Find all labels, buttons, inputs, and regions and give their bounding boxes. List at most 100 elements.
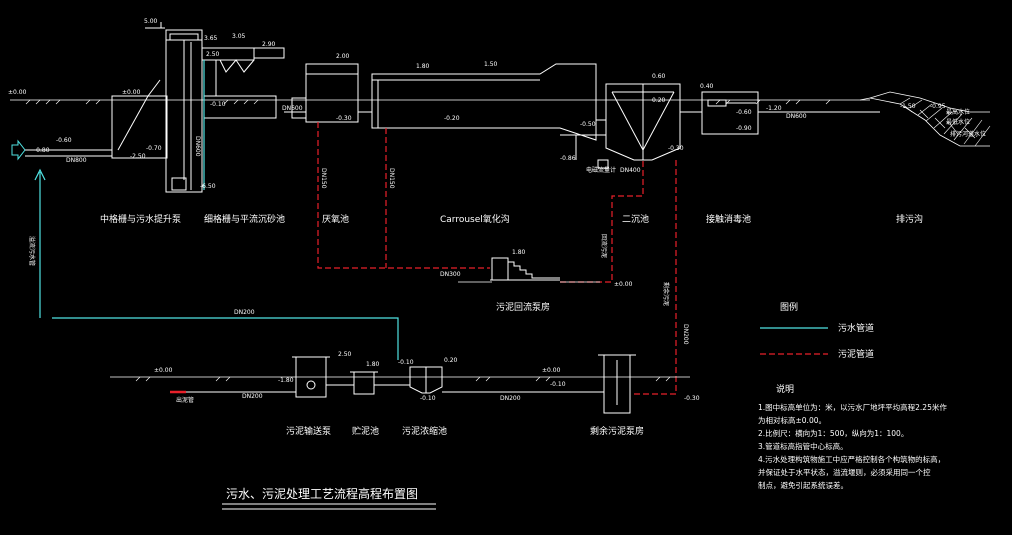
unit-label-carrousel: Carrousel氧化沟: [440, 213, 510, 225]
unit-label-return-pump: 污泥回流泵房: [496, 301, 550, 313]
vertical-label-excess: 剩余污泥: [662, 282, 670, 306]
anaerobic-tank: [291, 63, 359, 123]
carrousel-oxidation-ditch: [371, 63, 597, 141]
unit-label-outfall: 排污沟: [896, 213, 923, 225]
svg-text:2.90: 2.90: [262, 41, 276, 48]
svg-text:1.50: 1.50: [484, 61, 498, 68]
svg-text:-0.10: -0.10: [550, 381, 566, 388]
river-bank: [859, 91, 991, 147]
svg-text:-0.30: -0.30: [684, 395, 700, 402]
legend-sludge: 污泥管道: [838, 348, 874, 360]
svg-text:-0.30: -0.30: [336, 115, 352, 122]
svg-text:3.管道标高指管中心标高。: 3.管道标高指管中心标高。: [758, 441, 848, 451]
unit-label-sludge-tank: 贮泥池: [352, 425, 379, 437]
svg-text:2.比例尺：横向为1：500，纵向为1：100。: 2.比例尺：横向为1：500，纵向为1：100。: [758, 428, 908, 438]
svg-text:-1.80: -1.80: [278, 377, 294, 384]
svg-text:±0.00: ±0.00: [154, 367, 173, 374]
unit-label-secondary: 二沉池: [622, 213, 649, 225]
pipe-label: DN200: [234, 309, 255, 316]
river-label: 排污河道水位: [950, 130, 986, 138]
legend-heading: 图例: [780, 301, 798, 313]
svg-text:-0.90: -0.90: [736, 125, 752, 132]
svg-text:-0.30: -0.30: [668, 145, 684, 152]
svg-text:-0.70: -0.70: [146, 145, 162, 152]
unit-label-excess-pump: 剩余污泥泵房: [590, 425, 644, 437]
inlet-arrow-icon: [11, 139, 26, 161]
svg-text:1.80: 1.80: [366, 361, 380, 368]
page-title: 污水、污泥处理工艺流程高程布置图: [226, 486, 418, 501]
flow-meter-label: 电磁流量计: [586, 166, 616, 174]
svg-text:±0.00: ±0.00: [122, 89, 141, 96]
svg-text:3.05: 3.05: [232, 33, 246, 40]
svg-text:-2.50: -2.50: [130, 153, 146, 160]
svg-text:2.50: 2.50: [338, 351, 352, 358]
svg-text:1.图中标高单位为：米，以污水厂地坪平均高程2.25米作: 1.图中标高单位为：米，以污水厂地坪平均高程2.25米作: [758, 402, 947, 412]
svg-text:-1.50: -1.50: [900, 103, 916, 110]
sludge-storage-tank: [350, 371, 378, 395]
river-level-label: 最高水位: [946, 108, 970, 116]
sludge-return-pump-house: [490, 257, 560, 281]
unit-label-thickener: 污泥浓缩池: [402, 425, 447, 437]
svg-text:1.80: 1.80: [512, 249, 526, 256]
unit-label-sludge-pump: 污泥输送泵: [286, 425, 331, 437]
pipe-label-vertical: DN200: [682, 324, 689, 345]
svg-text:0.60: 0.60: [652, 73, 666, 80]
svg-text:-0.20: -0.20: [444, 115, 460, 122]
svg-text:-1.20: -1.20: [766, 105, 782, 112]
river-low-label: 最低水位: [946, 118, 970, 126]
svg-text:-0.10: -0.10: [398, 359, 414, 366]
excess-sludge-pump-house: [598, 354, 636, 414]
unit-label-contact: 接触消毒池: [706, 213, 751, 225]
pipe-label: DN800: [66, 157, 87, 164]
svg-text:-0.10: -0.10: [210, 101, 226, 108]
svg-text:-0.60: -0.60: [736, 109, 752, 116]
vertical-label-overflow: 溢流污水管: [28, 236, 36, 266]
legend-sewage: 污水管道: [838, 322, 874, 334]
sewage-pipe-path: [34, 60, 399, 360]
svg-text:4.污水处理构筑物施工中应严格控制各个构筑物的标高，: 4.污水处理构筑物施工中应严格控制各个构筑物的标高，: [758, 454, 945, 464]
notes: 说明 1.图中标高单位为：米，以污水厂地坪平均高程2.25米作 为相对标高±0.…: [758, 383, 947, 490]
svg-text:1.80: 1.80: [416, 63, 430, 70]
svg-text:0.40: 0.40: [700, 83, 714, 90]
unit-label-screen: 中格栅与污水提升泵: [100, 213, 181, 225]
svg-text:±0.00: ±0.00: [614, 281, 633, 288]
pipe-label-vertical: DN150: [388, 168, 395, 189]
ground-line-lower: [110, 376, 690, 382]
svg-text:±0.00: ±0.00: [542, 367, 561, 374]
svg-text:并保证处于水平状态，溢流堰则，必须采用同一个控: 并保证处于水平状态，溢流堰则，必须采用同一个控: [758, 467, 931, 477]
sludge-transfer-pump: [292, 356, 330, 398]
unit-label-anaerobic: 厌氧池: [322, 213, 349, 225]
pipe-label-vertical: DN600: [194, 136, 201, 157]
coarse-screen-pump-station: [111, 29, 203, 193]
sludge-pipe-paths: [317, 122, 677, 395]
svg-text:为相对标高±0.00。: 为相对标高±0.00。: [758, 415, 826, 425]
pipe-label: DN200: [500, 395, 521, 402]
vertical-label-return: 回流污泥: [600, 234, 608, 258]
svg-text:-0.80: -0.80: [34, 147, 50, 154]
svg-text:-0.60: -0.60: [56, 137, 72, 144]
svg-text:制点，避免引起系统误差。: 制点，避免引起系统误差。: [758, 480, 848, 490]
pipe-label: DN600: [786, 113, 807, 120]
svg-text:-0.95: -0.95: [930, 103, 946, 110]
svg-text:5.00: 5.00: [144, 18, 158, 25]
pipe-label-vertical: DN150: [320, 168, 327, 189]
svg-text:3.65: 3.65: [204, 35, 218, 42]
drawing-title: 污水、污泥处理工艺流程高程布置图: [222, 486, 436, 510]
svg-text:0.20: 0.20: [652, 97, 666, 104]
elevation-marks: 5.00 3.65 3.05 2.90 2.50 2.00 1.80 1.50 …: [8, 18, 946, 402]
svg-text:±0.00: ±0.00: [8, 89, 27, 96]
pipe-label: DN200: [242, 393, 263, 400]
legend: 图例 污水管道 污泥管道: [760, 301, 874, 360]
secondary-clarifier: [605, 83, 681, 161]
svg-text:0.20: 0.20: [444, 357, 458, 364]
svg-text:-0.50: -0.50: [580, 121, 596, 128]
svg-text:-6.50: -6.50: [200, 183, 216, 190]
pipe-label: DN400: [620, 167, 641, 174]
outlet-label: 出泥管: [176, 396, 194, 404]
contact-disinfection-tank: [701, 91, 759, 135]
pipe-label: DN300: [440, 271, 461, 278]
svg-text:2.50: 2.50: [206, 51, 220, 58]
pipe-label: DN600: [282, 105, 303, 112]
notes-heading: 说明: [776, 383, 794, 395]
